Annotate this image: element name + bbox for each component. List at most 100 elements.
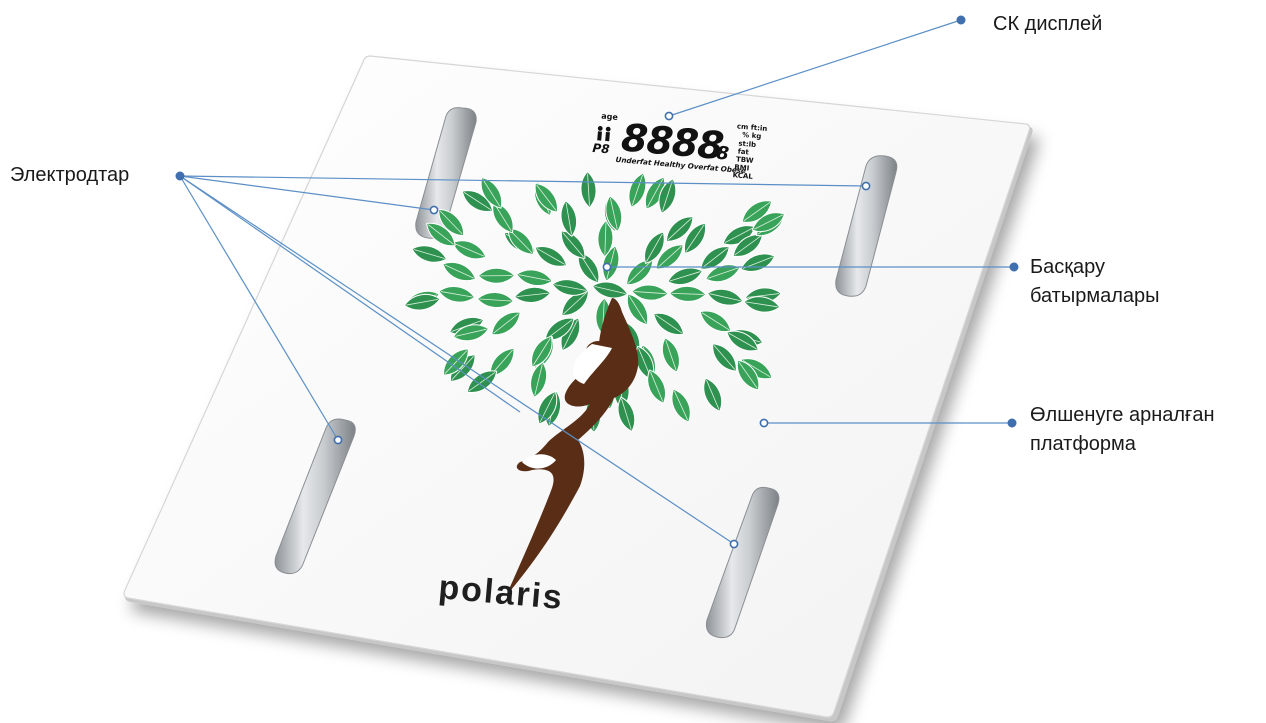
leaf-vein — [444, 264, 474, 279]
dot-platform-inner — [759, 418, 769, 428]
leaf-vein — [646, 233, 663, 262]
dot-electrode-bl — [333, 435, 343, 445]
label-platform-line2: платформа — [1030, 433, 1136, 455]
leaf-vein — [742, 360, 771, 378]
leaf-vein — [662, 180, 673, 212]
lcd-decimal: 8 — [716, 143, 730, 165]
leaf-vein — [685, 224, 705, 252]
leader-electrode-tr — [179, 175, 867, 187]
leaf-vein — [628, 295, 647, 324]
leaf-vein — [627, 260, 652, 284]
dot-display-outer — [956, 15, 966, 25]
leaf-vein — [451, 356, 474, 381]
leaf-vein — [706, 379, 720, 410]
electrode-bottom-right — [706, 486, 780, 639]
leaf-vein — [463, 192, 492, 211]
leaf-vein — [621, 398, 632, 430]
leaf-vein — [554, 284, 586, 291]
leaf-vein — [406, 298, 438, 306]
leaf-vein — [546, 319, 573, 340]
leaf-vein — [587, 173, 590, 206]
leaf-vein — [563, 319, 578, 349]
leaf-vein — [606, 247, 616, 280]
leaf-vein — [665, 339, 677, 371]
lcd-unit-7: KCAL — [732, 171, 753, 181]
dot-platform-outer — [1007, 418, 1017, 428]
leaf-vein — [479, 298, 512, 302]
leaf-vein — [713, 345, 736, 370]
leaf-vein — [562, 232, 584, 258]
electrode-bottom-left — [274, 418, 356, 575]
leaf-vein — [743, 202, 771, 222]
label-lcd-display-text: СК дисплей — [993, 13, 1103, 35]
lcd-unit-3: st:lb — [738, 140, 756, 150]
leader-electrode-br-2 — [179, 175, 521, 413]
lcd-unit-2: % kg — [742, 131, 762, 141]
leaf-vein — [439, 210, 463, 235]
leaf-vein — [534, 364, 543, 396]
leaf-vein — [655, 314, 683, 334]
leader-electrode-tl — [179, 175, 435, 211]
leaf-vein — [667, 217, 692, 241]
label-platform-line1: Өлшенуге арналған — [1030, 404, 1215, 426]
dot-display-inner — [664, 111, 674, 121]
leader-electrode-bl — [179, 175, 339, 441]
label-control-buttons-line2: батырмалары — [1030, 285, 1160, 307]
leaf-vein — [657, 245, 682, 268]
leaf-vein — [738, 361, 758, 389]
leaf-vein — [518, 274, 551, 282]
label-control-buttons: Басқару батырмалары — [1030, 253, 1160, 311]
label-electrodes: Электродтар — [10, 161, 129, 190]
leaf-vein — [650, 371, 664, 402]
leaf-vein — [674, 390, 689, 421]
lcd-prefix: P8 — [592, 141, 610, 156]
leader-lines — [179, 19, 1014, 545]
leaf-vein — [428, 224, 454, 245]
lcd-unit-4: fat — [737, 148, 749, 157]
leaf-vein — [753, 214, 783, 230]
leaf-vein — [709, 293, 741, 302]
leaf-vein — [671, 292, 704, 295]
lcd-unit-1: cm ft:in — [737, 122, 768, 133]
dot-electrode-tl — [429, 205, 439, 215]
electrode-top-right — [835, 155, 898, 297]
leaf-vein — [702, 247, 728, 269]
leaf-vein — [734, 235, 761, 256]
leaf-vein — [647, 178, 664, 208]
leaf-vein — [536, 248, 565, 265]
leaf-vein — [604, 222, 607, 255]
leaf-vein — [746, 301, 778, 308]
dot-electrodes-outer — [175, 171, 185, 181]
leaf-vein — [509, 229, 533, 254]
leader-dots — [175, 15, 1019, 549]
person-icon — [597, 126, 611, 142]
leader-display — [668, 19, 962, 117]
leaf-vein — [468, 372, 496, 392]
electrode-top-left — [415, 107, 477, 239]
leaf-vein — [609, 197, 618, 230]
leaf-vein — [516, 292, 549, 298]
dot-electrode-tr — [861, 181, 871, 191]
leaf-vein — [701, 312, 730, 331]
leaf-vein — [491, 349, 513, 375]
leaf-vein — [455, 328, 487, 337]
leaf-vein — [494, 203, 512, 232]
leaf-vein — [563, 292, 588, 315]
leaf-vein — [444, 350, 468, 374]
leaf-vein — [631, 174, 643, 206]
lcd-age-label: age — [601, 112, 619, 122]
label-control-buttons-line1: Басқару — [1030, 256, 1106, 278]
lcd-unit-6: BMI — [734, 163, 750, 172]
lcd-digits: 8888 — [620, 115, 726, 168]
lcd-unit-5: TBW — [736, 155, 754, 165]
leader-electrode-br — [179, 175, 735, 545]
leaf-vein — [724, 227, 754, 244]
lcd-display: age P8 8888 8 Underfat Healthy Overfat O… — [592, 112, 768, 181]
leaf-vein — [594, 285, 626, 295]
dot-electrode-br — [729, 539, 739, 549]
leaf-vein — [707, 267, 739, 279]
dot-controls-inner — [602, 262, 612, 272]
leaf-vein — [482, 179, 501, 207]
dot-controls-outer — [1009, 262, 1019, 272]
leaf-vein — [454, 243, 485, 257]
